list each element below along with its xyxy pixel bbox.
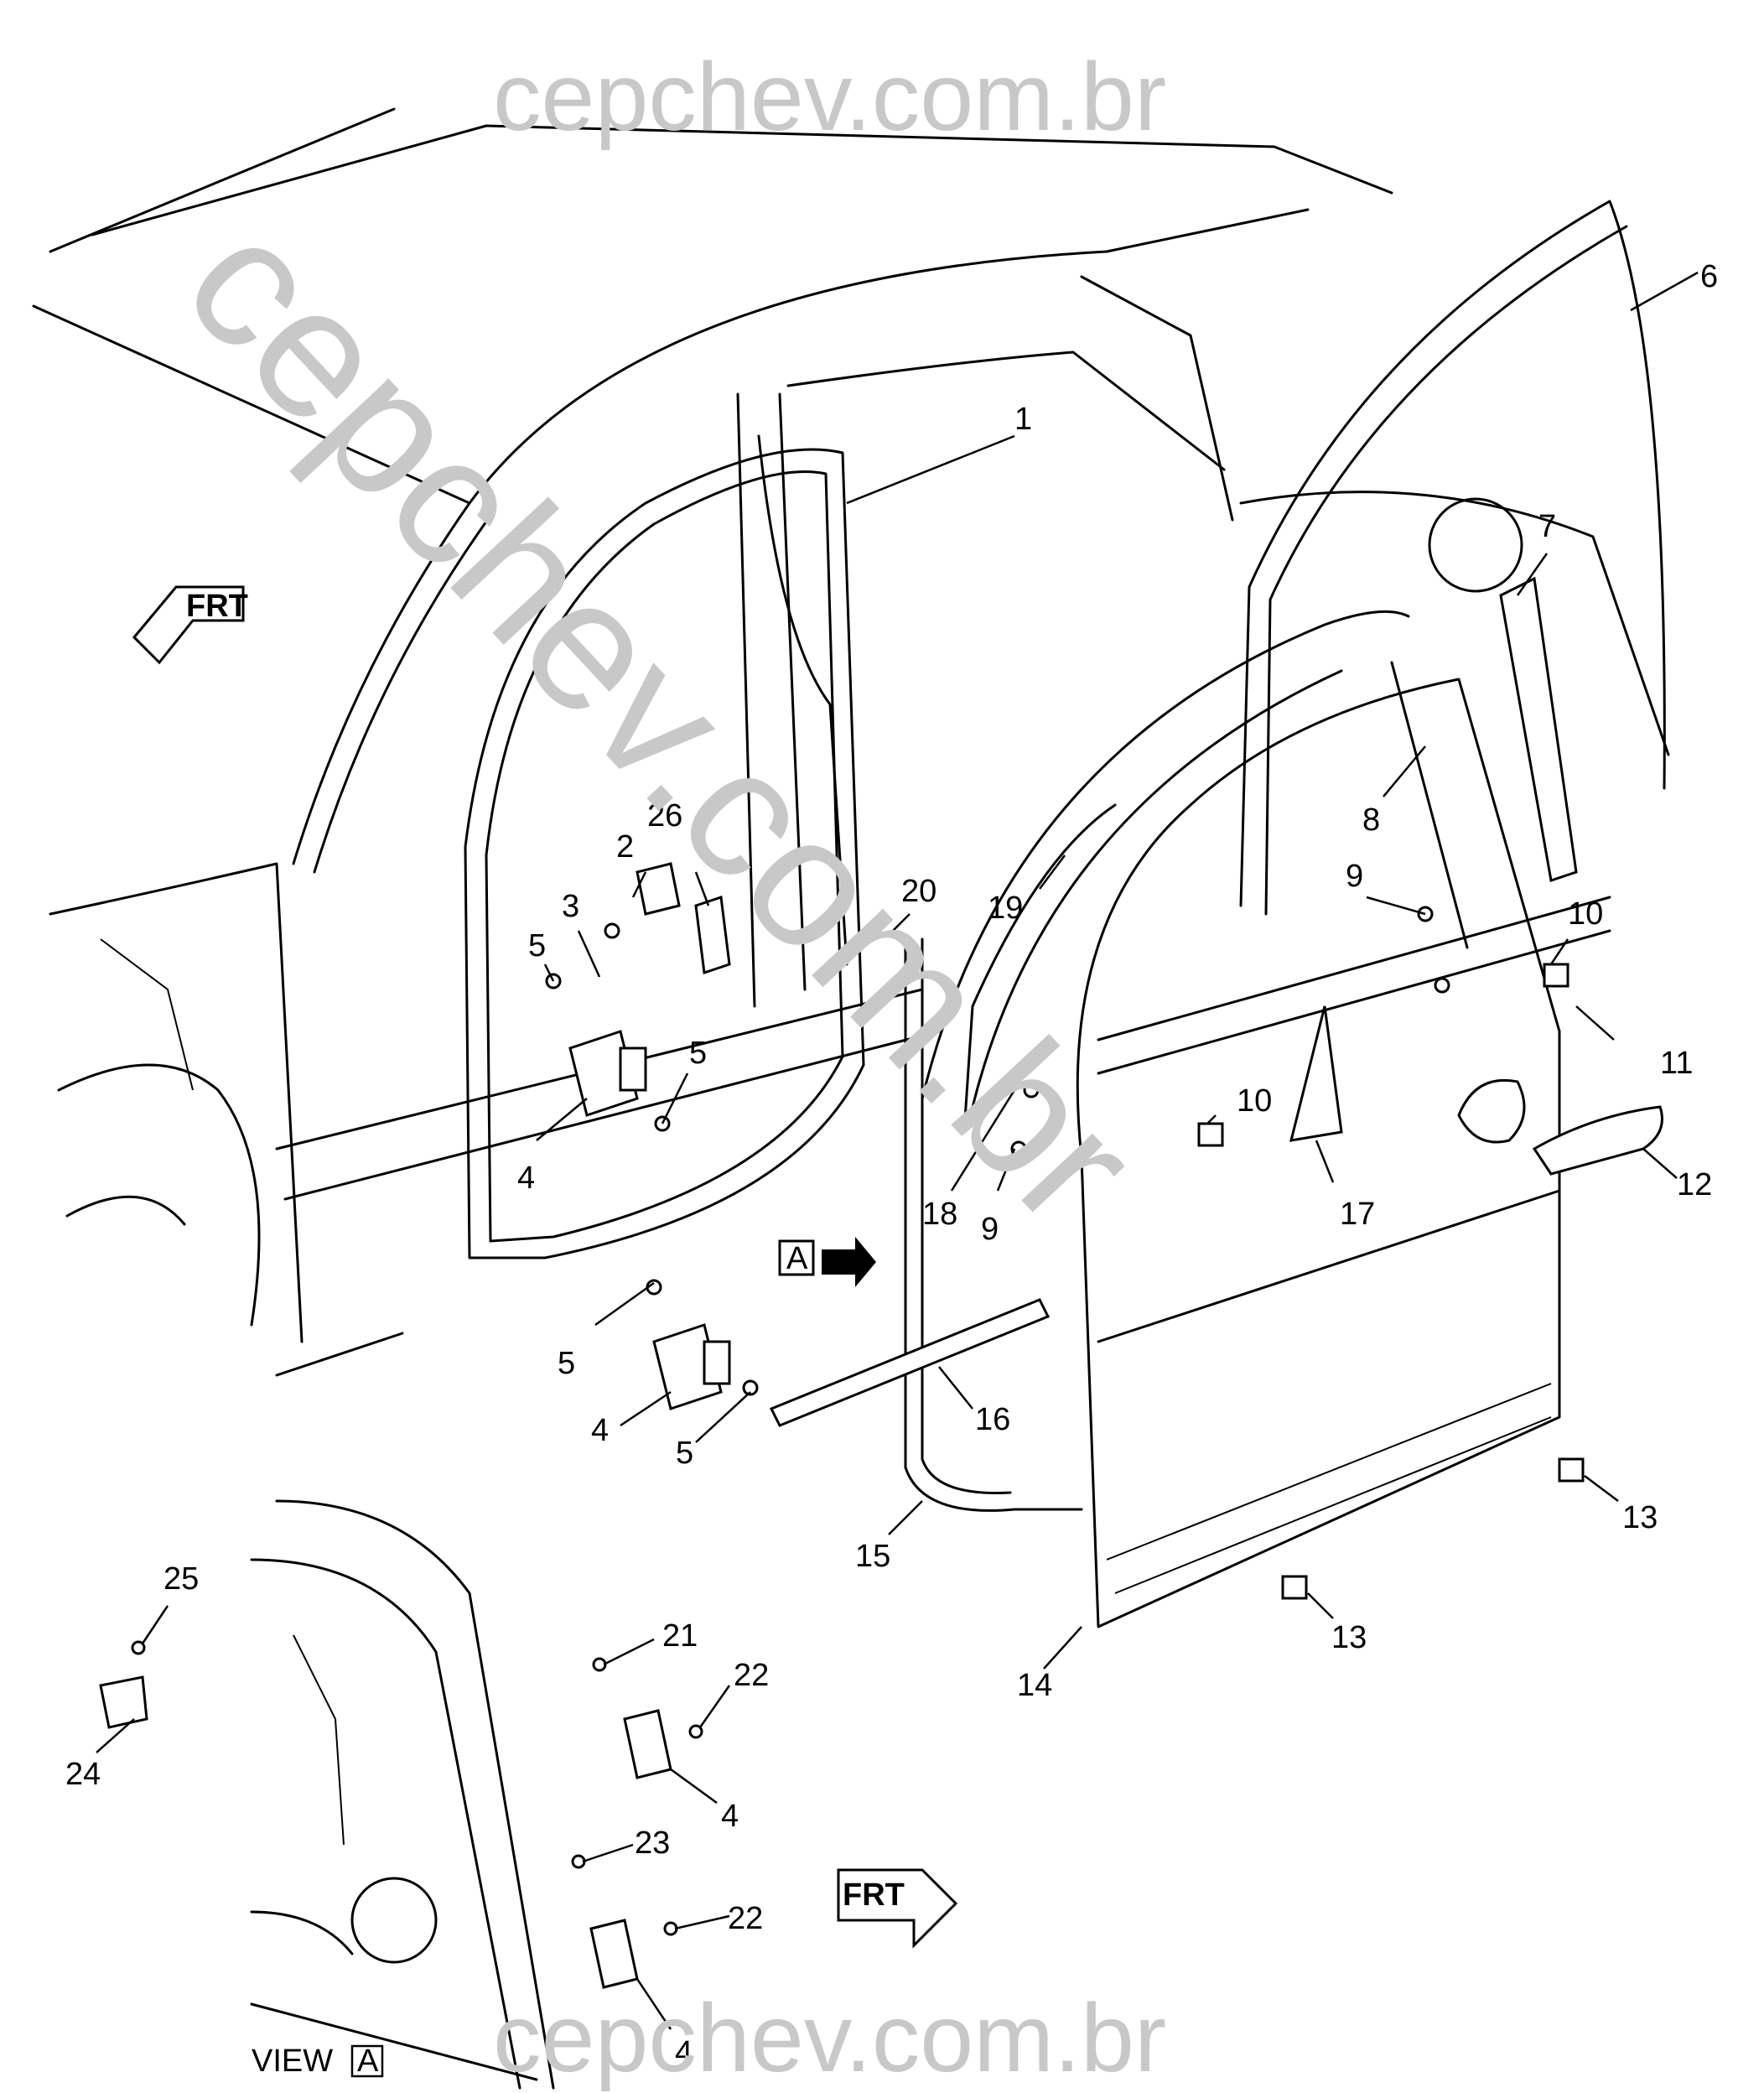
callout-24: 24 bbox=[65, 1757, 101, 1792]
callout-7: 7 bbox=[1538, 509, 1556, 544]
clips bbox=[1197, 963, 1585, 1600]
callout-5d: 5 bbox=[676, 1436, 693, 1471]
upper-hinge bbox=[568, 1030, 647, 1117]
callout-22b: 22 bbox=[728, 1901, 763, 1936]
callout-13b: 13 bbox=[1331, 1620, 1367, 1655]
front-arrow-lower-label: FRT bbox=[843, 1877, 905, 1913]
lower-hinge bbox=[652, 1323, 731, 1410]
callout-4c: 4 bbox=[721, 1799, 739, 1834]
callout-9a: 9 bbox=[981, 1212, 999, 1247]
applique bbox=[1289, 1005, 1343, 1142]
view-a-inset bbox=[99, 1499, 703, 2090]
callout-4a: 4 bbox=[517, 1161, 535, 1196]
front-arrow-upper-label: FRT bbox=[186, 589, 248, 624]
callout-17: 17 bbox=[1340, 1197, 1375, 1232]
fasteners bbox=[545, 906, 1450, 1396]
callout-23: 23 bbox=[635, 1826, 670, 1861]
vehicle-body bbox=[32, 107, 1670, 1377]
callout-2: 2 bbox=[616, 829, 634, 865]
callout-8: 8 bbox=[1362, 802, 1380, 838]
front-arrow-upper: FRT bbox=[132, 585, 248, 665]
view-label-letter: A bbox=[357, 2044, 379, 2079]
belt-seal bbox=[962, 803, 1117, 1134]
door-check bbox=[636, 862, 681, 916]
callout-10a: 10 bbox=[1237, 1083, 1272, 1119]
callout-6: 6 bbox=[1700, 259, 1718, 294]
callout-22a: 22 bbox=[734, 1658, 769, 1693]
callout-5b: 5 bbox=[689, 1036, 707, 1071]
watermark-bottom: cepchev.com.br bbox=[493, 1985, 1166, 2092]
callout-26: 26 bbox=[647, 798, 682, 834]
callout-16: 16 bbox=[975, 1402, 1010, 1437]
watermark-diagonal: cepchev.com.br bbox=[148, 179, 1177, 1263]
rear-door-frame-seal bbox=[1239, 200, 1666, 907]
callout-11: 11 bbox=[1660, 1046, 1693, 1081]
callout-5a: 5 bbox=[528, 928, 546, 963]
front-arrow-lower: FRT bbox=[837, 1868, 958, 1949]
callout-15: 15 bbox=[855, 1539, 890, 1574]
callout-10b: 10 bbox=[1568, 896, 1603, 932]
sill-strip bbox=[769, 1298, 1051, 1427]
callout-20: 20 bbox=[901, 874, 936, 909]
outside-door-handle bbox=[1457, 1078, 1663, 1176]
watermarks: cepchev.com.br cepchev.com.br cepchev.co… bbox=[148, 44, 1177, 2092]
door-weatherstrip bbox=[904, 937, 1083, 1512]
callout-25: 25 bbox=[163, 1561, 199, 1597]
view-a-marker: A bbox=[778, 1237, 876, 1287]
view-label-text: VIEW bbox=[252, 2044, 333, 2079]
view-label: VIEW A bbox=[252, 2044, 384, 2079]
check-seal bbox=[694, 895, 731, 975]
callout-9b: 9 bbox=[1346, 859, 1363, 894]
callout-19: 19 bbox=[988, 891, 1023, 926]
front-door-panel bbox=[921, 610, 1611, 1628]
callout-12: 12 bbox=[1677, 1167, 1712, 1202]
callout-5c: 5 bbox=[558, 1346, 575, 1381]
callout-labels: 1 2 3 5 4 5 26 20 19 18 9 10 17 8 9 10 1… bbox=[65, 259, 1718, 2070]
watermark-top: cepchev.com.br bbox=[493, 44, 1166, 151]
callout-3: 3 bbox=[562, 889, 579, 924]
callout-14: 14 bbox=[1017, 1668, 1052, 1703]
leader-lines bbox=[96, 271, 1699, 2030]
rear-glass-run bbox=[1499, 576, 1578, 882]
callout-1: 1 bbox=[1014, 402, 1032, 437]
callout-4d: 4 bbox=[675, 2035, 693, 2070]
callout-4b: 4 bbox=[591, 1413, 609, 1448]
callout-18: 18 bbox=[922, 1197, 957, 1232]
callout-21: 21 bbox=[662, 1618, 698, 1654]
view-a-marker-letter: A bbox=[786, 1241, 808, 1276]
callout-13a: 13 bbox=[1622, 1500, 1658, 1535]
